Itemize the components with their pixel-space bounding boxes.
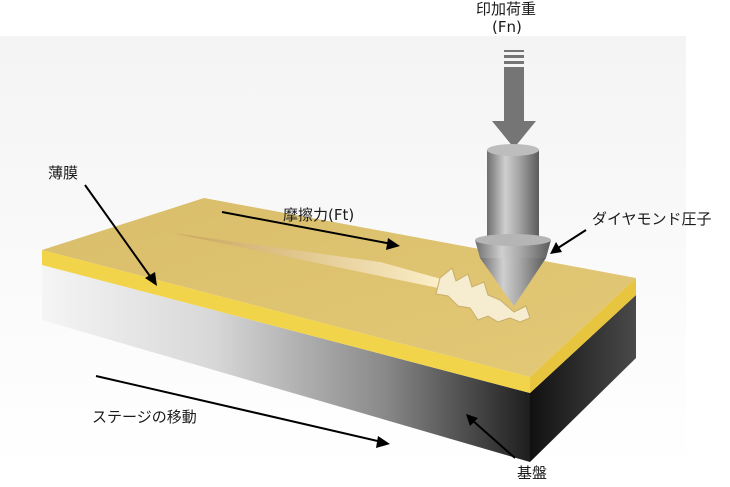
film-label: 薄膜 (48, 164, 79, 182)
annotation-arrows (84, 184, 587, 459)
substrate-pointer-arrow (471, 419, 516, 459)
friction-label: 摩擦力(Ft) (283, 206, 355, 224)
scratch-track (172, 233, 458, 292)
load-symbol-label: (Fn) (492, 18, 522, 36)
stage-motion-label: ステージの移動 (92, 408, 197, 426)
stage-motion-arrow (95, 375, 383, 443)
substrate-front-face (42, 265, 530, 462)
indenter-label: ダイヤモンド圧子 (592, 210, 712, 228)
film-pointer-arrow (84, 184, 153, 280)
load-label: 印加荷重 (476, 0, 537, 18)
indenter-pointer-arrow (557, 229, 587, 249)
film-right-edge (530, 278, 636, 393)
load-arrow (492, 50, 536, 148)
diamond-indenter (475, 144, 551, 306)
scratch-debris (435, 267, 531, 323)
substrate-label: 基盤 (517, 464, 548, 482)
film-front-edge (42, 250, 530, 393)
friction-arrow (221, 211, 393, 245)
film-top-surface (42, 198, 636, 377)
substrate-right-face (530, 295, 636, 462)
